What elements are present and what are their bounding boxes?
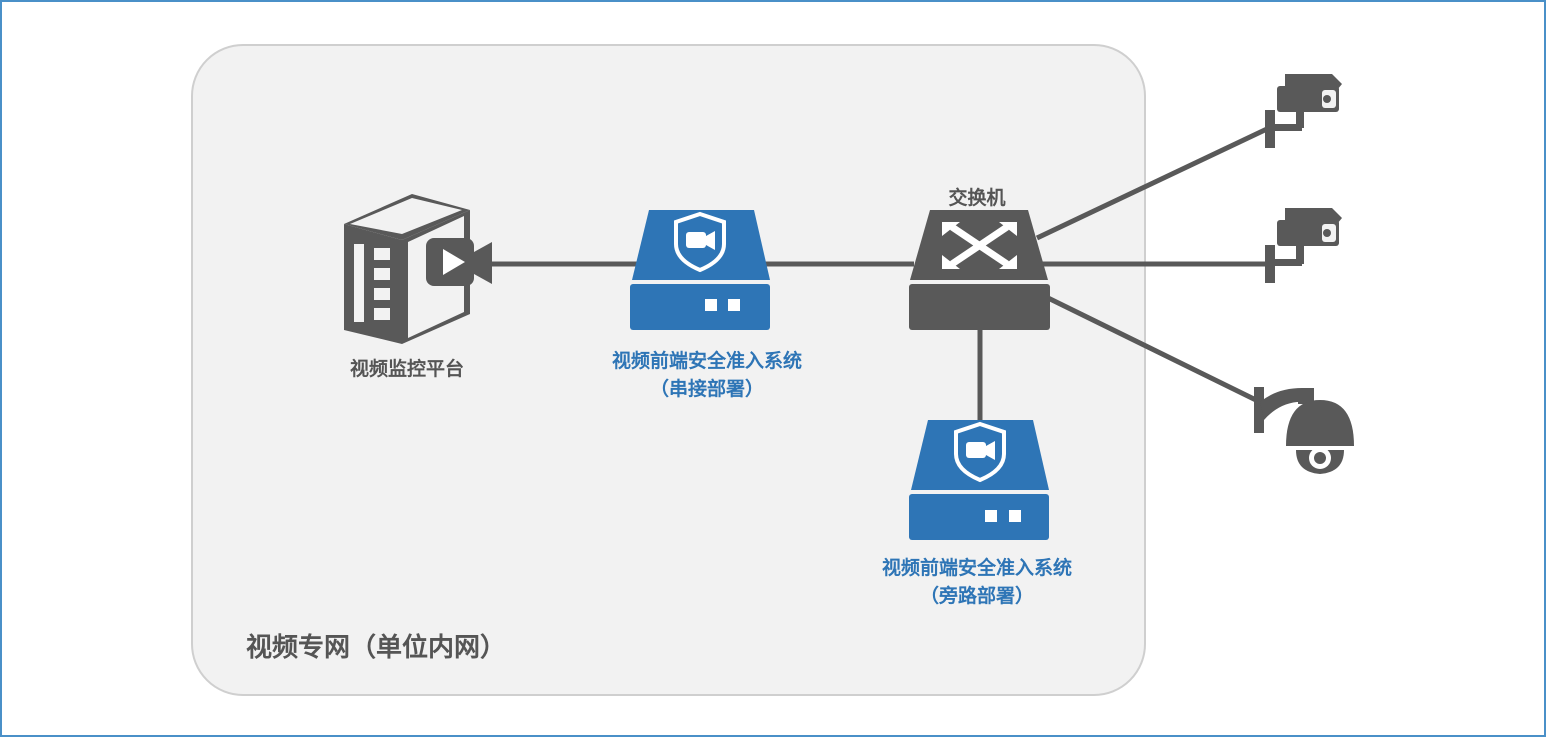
dome-camera-icon <box>1254 387 1354 474</box>
server-video-icon <box>344 194 492 344</box>
gateway-serial-title: 视频前端安全准入系统 <box>611 350 802 372</box>
video-private-network-zone <box>191 44 1146 696</box>
gateway-serial-label: 视频前端安全准入系统 （串接部署） <box>577 347 837 403</box>
gateway-bypass-title: 视频前端安全准入系统 <box>881 557 1072 579</box>
gateway-bypass-label: 视频前端安全准入系统 （旁路部署） <box>847 554 1107 610</box>
link-switch-dome-camera <box>1042 293 1262 405</box>
zone-label: 视频专网（单位内网） <box>246 633 507 663</box>
security-gateway-icon <box>630 210 770 330</box>
gateway-bypass-mode: （旁路部署） <box>919 585 1034 607</box>
switch-label: 交换机 <box>948 187 1006 209</box>
bullet-camera-icon <box>1265 74 1342 148</box>
network-switch-icon <box>909 210 1050 330</box>
platform-label: 视频监控平台 <box>349 358 464 380</box>
bullet-camera-icon <box>1265 208 1342 283</box>
security-gateway-icon <box>909 420 1049 540</box>
gateway-serial-mode: （串接部署） <box>649 378 764 400</box>
link-switch-camera-1 <box>1035 125 1271 241</box>
connection-lines <box>490 125 1271 422</box>
